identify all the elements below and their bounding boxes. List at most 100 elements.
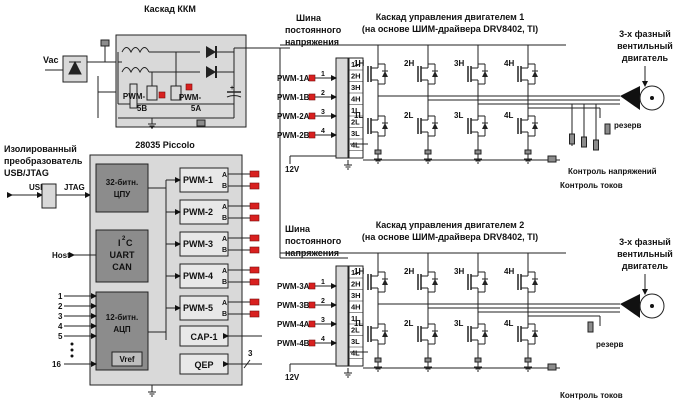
high-side-fet-label: 4H (504, 59, 514, 68)
driver-pin-label: 4H (351, 303, 361, 312)
isolator-block: Изолированный преобразователь USB/JTAG U… (4, 144, 91, 209)
high-side-fet-label: 3H (454, 267, 464, 276)
pwm-input-label: PWM-1A (277, 74, 310, 83)
low-side-fet-label: 4L (504, 111, 513, 120)
pfc-title: Каскад ККМ (144, 4, 196, 14)
pwm-connector (308, 282, 316, 290)
pwm5a-label-1: PWM- (179, 93, 202, 102)
driver-pin-label: 3H (351, 83, 361, 92)
mcu-pwm-label: PWM-1 (183, 175, 213, 185)
pwm-input-label: PWM-3A (277, 282, 310, 291)
bus1-line2: постоянного (285, 25, 342, 35)
pwm-pin-number: 4 (321, 128, 325, 135)
high-side-fet-label: 2H (404, 59, 414, 68)
mcu-pwm-pin-a (249, 202, 260, 210)
mcu-pwm-pin-b (249, 214, 260, 222)
pwm-input-label: PWM-3B (277, 301, 310, 310)
driver-pin-label: 1L (351, 106, 360, 115)
motor-line3: двигатель (622, 261, 669, 271)
pwm-input-label: PWM-2A (277, 112, 310, 121)
cap1-label: CAP-1 (190, 332, 217, 342)
voltage-sense-connector (581, 136, 587, 148)
bus2-line2: постоянного (285, 236, 342, 246)
i2c-sup: 2 (122, 236, 126, 242)
pwm-pin-number: 2 (321, 90, 325, 97)
high-side-fet-label: 1H (354, 59, 364, 68)
voltage-sense-connector (569, 133, 575, 145)
pwm5a-label-2: 5A (191, 104, 201, 113)
pwm-connector (308, 112, 316, 120)
pfc-pwm-pin-b (158, 91, 166, 99)
vac-label: Vac (43, 55, 59, 65)
mcu-pwm-label: PWM-2 (183, 207, 213, 217)
voltage-sense-connector (593, 139, 599, 151)
mcu-pwm-pin-a (249, 266, 260, 274)
adc-input-number: 1 (58, 292, 63, 301)
i2c-label: I (118, 238, 121, 248)
supply-12v: 12V (285, 373, 300, 382)
isolator-box (41, 183, 57, 209)
mcu-pwm-pin-b (249, 246, 260, 254)
iso-line3: USB/JTAG (4, 168, 49, 178)
driver-pin-label: 2H (351, 72, 361, 81)
pwm-out-a: A (222, 300, 227, 307)
stage-title: Каскад управления двигателем 2 (376, 220, 525, 230)
driver-pin-label: 3L (351, 129, 360, 138)
adc-input-number: 4 (58, 322, 63, 331)
cpu-line2: ЦПУ (114, 190, 132, 199)
pwm-out-a: A (222, 268, 227, 275)
pwm-out-b: B (222, 279, 227, 286)
pwm-pin-number: 3 (321, 317, 325, 324)
low-side-fet-label: 3L (454, 111, 463, 120)
pwm-input-label: PWM-4A (277, 320, 310, 329)
pwm-input-label: PWM-1B (277, 93, 310, 102)
pwm-input-label: PWM-4B (277, 339, 310, 348)
driver-pin-label: 1H (351, 268, 361, 277)
motor-stage-2: Каскад управления двигателем 2(на основе… (277, 220, 673, 400)
low-side-fet-label: 2L (404, 111, 413, 120)
gate-driver-chip (335, 265, 349, 367)
motor-line3: двигатель (622, 53, 669, 63)
vref-block (111, 351, 143, 367)
motor-line2: вентильный (617, 41, 673, 51)
adc-input-number: 3 (58, 312, 63, 321)
mcu-pwm-pin-b (249, 182, 260, 190)
adc-input-number: 2 (58, 302, 63, 311)
qep-label: QEP (194, 360, 213, 370)
current-sense-connector (547, 155, 557, 163)
mcu-pwm-module (179, 231, 229, 257)
i2c-c: C (126, 238, 133, 248)
mcu-pwm-label: PWM-5 (183, 303, 213, 313)
pwm-connector (308, 301, 316, 309)
supply-12v: 12V (285, 165, 300, 174)
cpu-line1: 32-битн. (106, 178, 138, 187)
mcu-pwm-module (179, 263, 229, 289)
pwm-out-a: A (222, 172, 227, 179)
adc-input-number: 5 (58, 332, 63, 341)
motor-line1: 3-х фазный (619, 237, 671, 247)
usb-label: USB (29, 183, 46, 192)
stage-title: Каскад управления двигателем 1 (376, 12, 525, 22)
pwm-out-b: B (222, 311, 227, 318)
pwm-out-a: A (222, 236, 227, 243)
can-label: CAN (112, 262, 132, 272)
current-control-label: Контроль токов (560, 181, 623, 190)
pwm5b-label-1: PWM- (123, 92, 146, 101)
iso-line2: преобразователь (4, 156, 83, 166)
jtag-label: JTAG (64, 183, 85, 192)
current-control-label: Контроль токов (560, 391, 623, 400)
pfc-pwm-pin-a (185, 83, 193, 91)
driver-pin-label: 4L (351, 349, 360, 358)
mcu-pwm-module (179, 295, 229, 321)
pwm-connector (308, 320, 316, 328)
sense-connector (100, 39, 110, 47)
pwm-pin-number: 4 (321, 336, 325, 343)
pwm-connector (308, 131, 316, 139)
mcu-pwm-pin-b (249, 278, 260, 286)
low-side-fet-label: 1L (354, 111, 363, 120)
driver-pin-label: 4L (351, 141, 360, 150)
high-side-fet-label: 2H (404, 267, 414, 276)
svg-text:+: + (230, 85, 234, 92)
